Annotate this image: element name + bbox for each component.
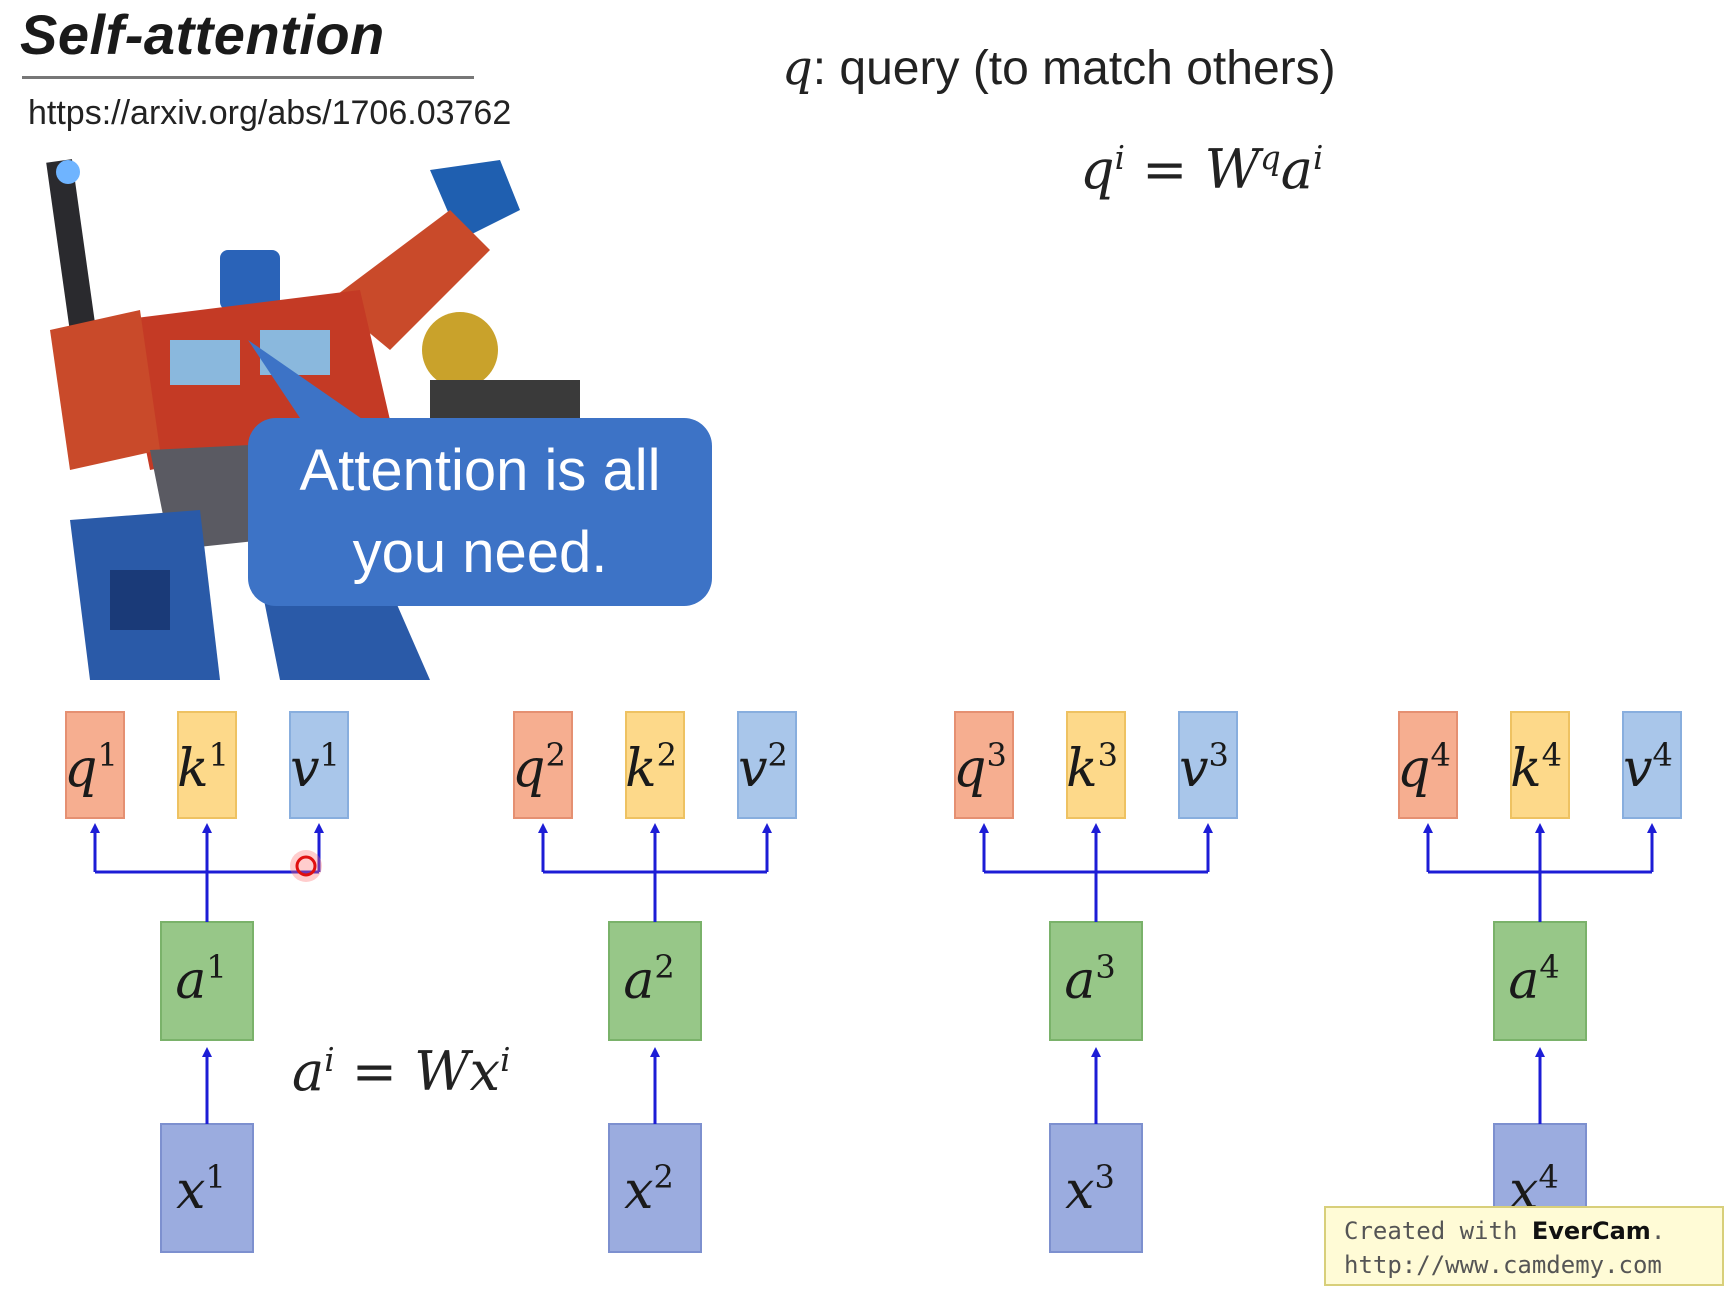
- a-label-1: a1: [175, 948, 226, 1011]
- key-box-3: [1066, 711, 1126, 819]
- key-box-1: [177, 711, 237, 819]
- x-label-2: x2: [624, 1158, 674, 1221]
- query-symbol: q: [782, 40, 813, 96]
- value-label-4: v4: [1623, 736, 1673, 799]
- speech-bubble-tail: [248, 340, 378, 430]
- query-box-2: [513, 711, 573, 819]
- value-label-3: v3: [1179, 736, 1229, 799]
- key-label-1: k1: [177, 736, 229, 799]
- value-label-1: v1: [290, 736, 340, 799]
- a-label-4: a4: [1508, 948, 1559, 1011]
- x-label-3: x3: [1065, 1158, 1115, 1221]
- speech-bubble: Attention is all you need.: [248, 418, 712, 606]
- key-box-4: [1510, 711, 1570, 819]
- title-underline: [22, 76, 474, 79]
- x-box-2: [608, 1123, 702, 1253]
- value-box-3: [1178, 711, 1238, 819]
- query-label-4: q4: [1397, 736, 1451, 799]
- a-box-3: [1049, 921, 1143, 1041]
- a-box-4: [1493, 921, 1587, 1041]
- x-box-1: [160, 1123, 254, 1253]
- query-box-3: [954, 711, 1014, 819]
- key-label-3: k3: [1066, 736, 1118, 799]
- robot-illustration: [46, 159, 580, 680]
- value-label-2: v2: [738, 736, 788, 799]
- key-label-2: k2: [625, 736, 677, 799]
- x-box-3: [1049, 1123, 1143, 1253]
- x-label-1: x1: [176, 1158, 226, 1221]
- speech-bubble-line-2: you need.: [352, 520, 608, 585]
- query-box-1: [65, 711, 125, 819]
- a-label-3: a3: [1064, 948, 1115, 1011]
- query-box-4: [1398, 711, 1458, 819]
- query-description: q: query (to match others): [782, 40, 1336, 96]
- value-box-2: [737, 711, 797, 819]
- value-box-1: [289, 711, 349, 819]
- query-label-3: q3: [953, 736, 1007, 799]
- value-box-4: [1622, 711, 1682, 819]
- key-label-4: k4: [1510, 736, 1562, 799]
- a-label-2: a2: [623, 948, 674, 1011]
- query-label-text: : query (to match others): [812, 42, 1336, 95]
- watermark: Created with EverCam. http://www.camdemy…: [1324, 1206, 1724, 1286]
- page-title: Self-attention: [20, 3, 385, 66]
- query-label-2: q2: [512, 736, 566, 799]
- embedding-equation: ai = Wxi: [292, 1040, 511, 1103]
- query-equation: qi = Wqai: [1080, 138, 1324, 201]
- key-box-2: [625, 711, 685, 819]
- cursor-marker: [290, 850, 322, 882]
- speech-bubble-line-1: Attention is all: [299, 438, 661, 503]
- paper-url[interactable]: https://arxiv.org/abs/1706.03762: [28, 94, 512, 132]
- query-label-1: q1: [64, 736, 118, 799]
